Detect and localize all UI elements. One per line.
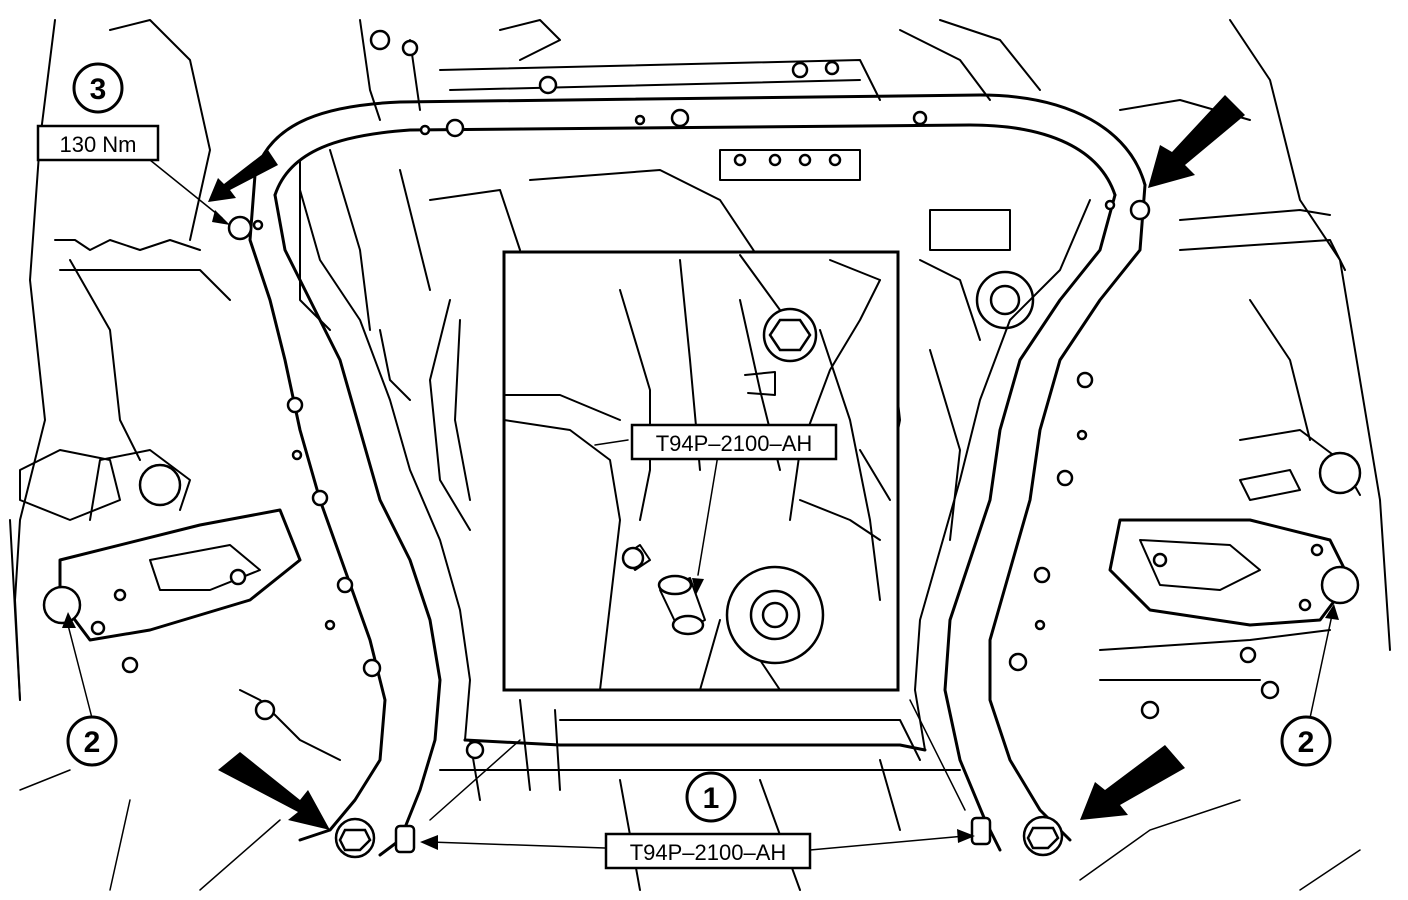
torque-label: 130 Nm xyxy=(36,124,160,162)
left-2-arrowhead xyxy=(62,612,76,628)
bottom-tool-left-arrowhead xyxy=(420,835,438,850)
torque-leader-arrowhead xyxy=(212,210,230,225)
callout-1: 1 xyxy=(685,771,737,823)
callout-2-left-number: 2 xyxy=(84,726,101,759)
subframe-crossmember xyxy=(227,93,1151,857)
leaders xyxy=(62,159,1339,851)
tool-label-inset: T94P–2100–AH xyxy=(630,423,838,461)
arrow-top-right xyxy=(1148,95,1245,188)
bottom-bolts xyxy=(334,815,1064,859)
arrow-bottom-left xyxy=(218,752,330,830)
tool-number-inset: T94P–2100–AH xyxy=(656,431,813,456)
right-control-arm xyxy=(1099,429,1362,720)
pointer-arrows xyxy=(208,95,1245,830)
inset-leader-arrowhead xyxy=(692,578,704,595)
detail-inset xyxy=(502,250,900,692)
bottom-tool-right-arrowhead xyxy=(957,829,975,843)
callout-2-left: 2 xyxy=(66,715,118,767)
right-2-arrowhead xyxy=(1325,604,1339,620)
callout-2-right: 2 xyxy=(1280,715,1332,767)
callout-1-number: 1 xyxy=(703,782,720,815)
arrow-top-left-small xyxy=(208,150,278,202)
callout-3-number: 3 xyxy=(90,73,107,106)
left-control-arm xyxy=(9,449,341,761)
torque-value: 130 Nm xyxy=(59,132,136,157)
tool-number-bottom: T94P–2100–AH xyxy=(630,840,787,865)
callout-3: 3 xyxy=(72,62,124,114)
tool-label-bottom: T94P–2100–AH xyxy=(604,832,812,870)
arrow-bottom-right xyxy=(1080,745,1185,820)
callout-2-right-number: 2 xyxy=(1298,726,1315,759)
